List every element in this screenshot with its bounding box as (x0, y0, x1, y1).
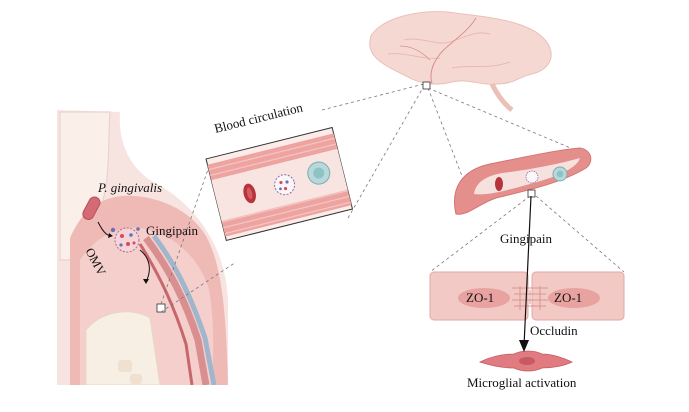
label-zo1-right: ZO-1 (554, 290, 583, 305)
label-gingipain-right: Gingipain (500, 231, 552, 246)
brain-illustration (369, 11, 552, 112)
label-gingipain-left: Gingipain (146, 223, 198, 238)
blood-circulation-panel (205, 126, 354, 242)
bone (85, 311, 161, 385)
brain-marker (422, 81, 431, 90)
label-occludin: Occludin (530, 323, 578, 338)
activation-arrow (523, 195, 532, 347)
label-p-gingivalis: P. gingivalis (98, 180, 163, 195)
endothelial-junction (429, 195, 625, 372)
dashed-connectors (160, 83, 625, 313)
vessel-marker-left (156, 303, 166, 313)
curved-vessel (454, 147, 592, 215)
vessel-marker-right (527, 189, 536, 198)
label-microglial-activation: Microglial activation (467, 375, 577, 390)
arrow-omv-down (139, 249, 150, 283)
label-zo1-left: ZO-1 (466, 290, 495, 305)
omv-cluster (110, 227, 140, 253)
jaw-illustration (57, 110, 228, 385)
p-gingivalis-bacterium (82, 196, 101, 220)
